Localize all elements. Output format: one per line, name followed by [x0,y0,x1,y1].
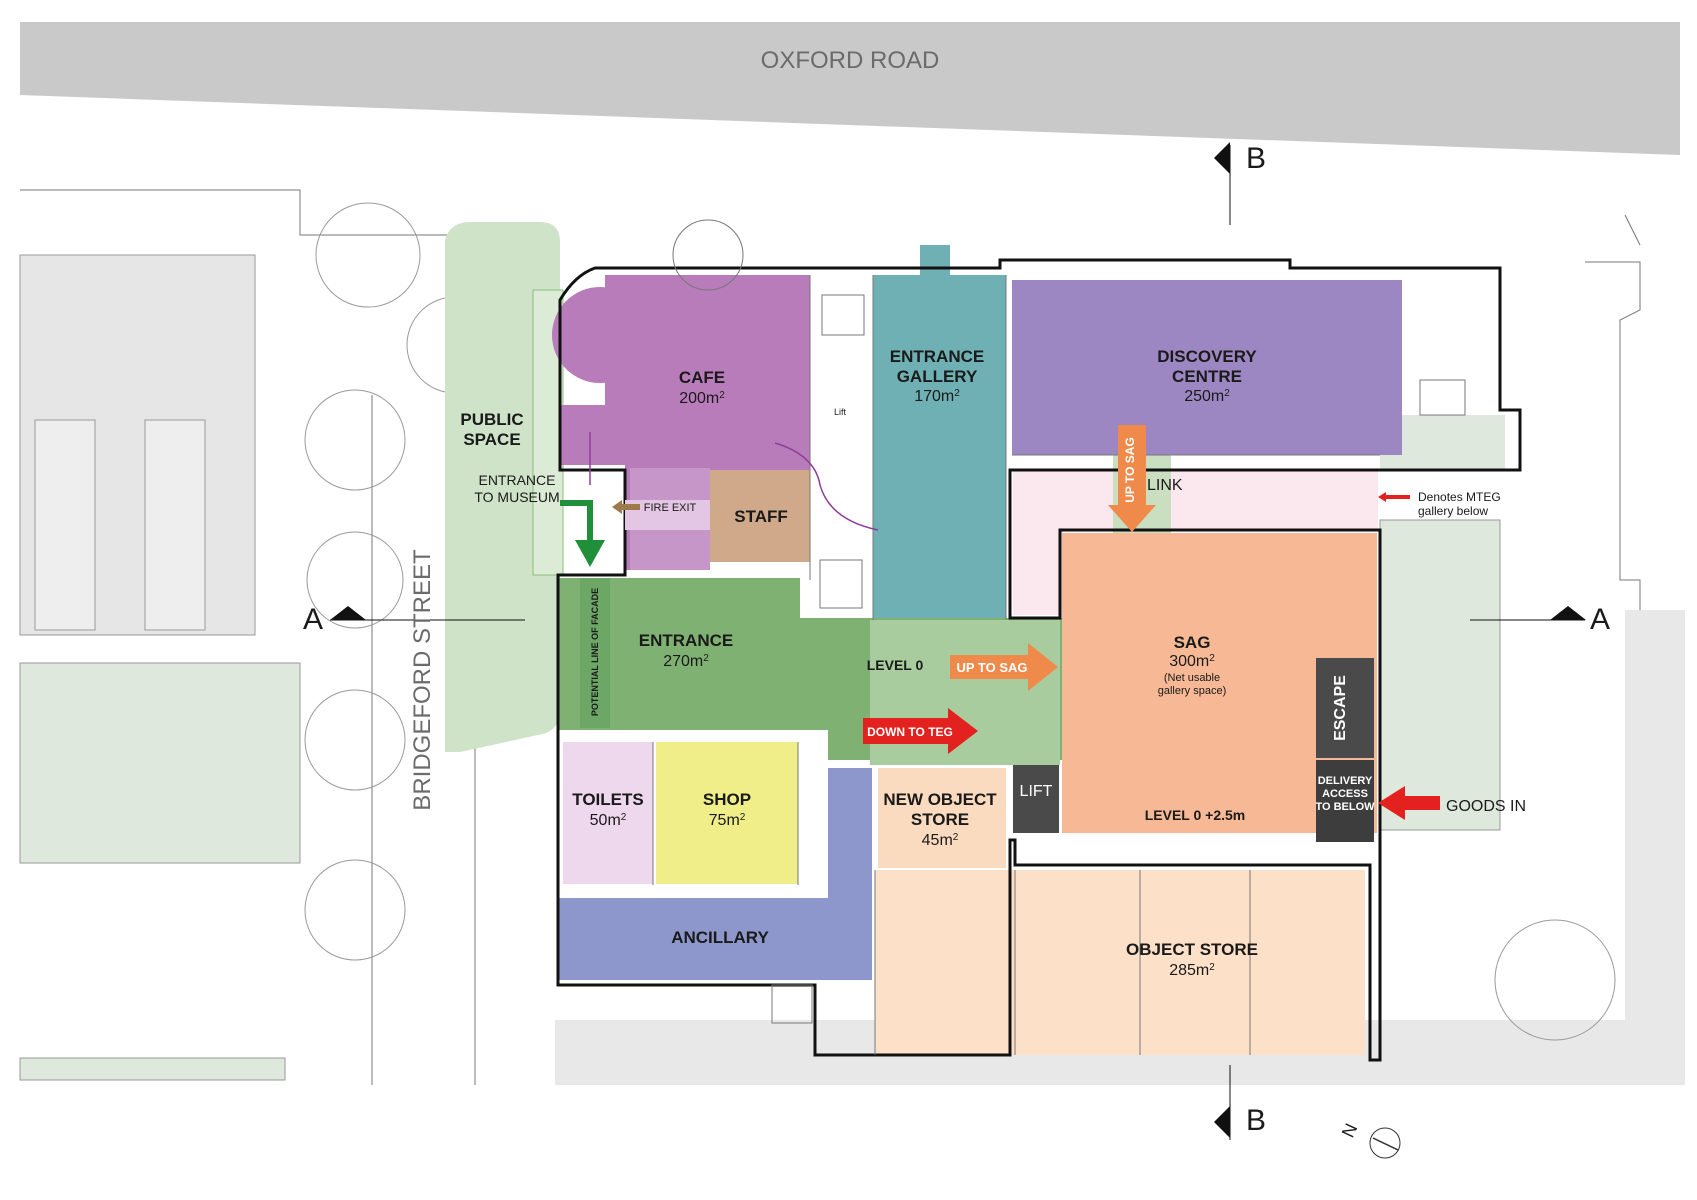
shop-room [656,742,798,884]
shop-label: SHOP [703,790,751,809]
toilets-room [563,742,653,884]
lift-small-label: Lift [834,407,847,417]
entrance-gallery-area: 170m2 [914,388,960,406]
discovery-centre-room [1012,280,1402,455]
staff-label: STAFF [734,507,788,526]
rotunda-outline [672,219,744,291]
section-b-top: B [1214,142,1266,225]
staff-room [710,470,810,562]
goods-in-arrow [1378,786,1440,820]
cafe-area: 200m2 [679,390,725,408]
building-outline [556,258,1522,1062]
sag-label: SAG [1174,633,1211,652]
entrance-to-museum-label-1: ENTRANCE [478,472,555,488]
escape-label: ESCAPE [1332,675,1349,741]
cafe-label: CAFE [679,368,725,387]
section-b-bottom-label: B [1246,1104,1266,1137]
entrance-gallery-room [873,275,1006,620]
new-object-store-area: 45m2 [922,832,959,850]
entrance-to-museum-label-2: TO MUSEUM [474,489,559,505]
link-room [1170,470,1378,530]
neighbour-outline [20,189,481,236]
green-courtyard [1379,519,1501,831]
interior-walls [652,275,1380,1055]
fire-exit-arrow [612,500,640,514]
new-object-store-room [878,768,1006,868]
object-store-area: 285m2 [1169,962,1215,980]
goods-in-label: GOODS IN [1446,798,1526,815]
section-a-left-label: A [303,603,323,636]
oxford-road-label: OXFORD ROAD [761,47,940,74]
north-arrow-letter: N [1338,1120,1362,1140]
new-object-store-label-1: NEW OBJECT [883,790,997,809]
neighbour-right [1585,214,1641,610]
entrance-area: 270m2 [663,653,709,671]
up-to-sag-arrow-vertical [1108,425,1156,532]
object-store-room [875,870,1365,1055]
neighbour-building [34,419,96,631]
up-to-sag-vertical-label: UP TO SAG [1123,437,1137,503]
new-object-store-label-2: STORE [911,810,969,829]
green-yard [19,1057,286,1081]
public-space-label-2: SPACE [463,430,520,449]
delivery-core [1316,760,1374,842]
delivery-label-3: TO BELOW [1315,801,1375,813]
entrance-gallery-porch [920,245,950,277]
section-a-right: A [1470,603,1610,636]
discovery-centre-area: 250m2 [1184,388,1230,406]
stair-cores [771,294,1466,1024]
green-yard [19,662,301,864]
mteg-note-1: Denotes MTEG [1418,490,1501,504]
down-to-teg-arrow [863,708,978,754]
entrance-label: ENTRANCE [639,631,733,650]
potential-facade-strip [580,578,610,728]
delivery-label-2: ACCESS [1322,788,1368,800]
link-room [1013,470,1063,615]
ancillary-label: ANCILLARY [671,928,769,947]
sag-note-1: (Net usable [1164,672,1220,684]
toilets-label: TOILETS [572,790,643,809]
discovery-centre-label-1: DISCOVERY [1157,347,1257,366]
section-a-right-label: A [1590,603,1610,636]
link-label: LINK [1147,477,1183,494]
section-b-bottom: B [1214,1065,1266,1140]
section-b-top-label: B [1246,142,1266,175]
neighbour-building [144,419,206,631]
lift-label: LIFT [1020,783,1053,800]
object-store-label: OBJECT STORE [1126,940,1258,959]
toilets-area: 50m2 [590,812,627,830]
entrance-arrow [560,500,605,567]
oxford-road [20,22,1680,155]
lift-core [1013,765,1059,833]
mteg-arrow [1378,492,1410,502]
entrance-gallery-label-2: GALLERY [897,367,978,386]
ancillary-room [558,768,872,980]
bridgeford-street-label: BRIDGEFORD STREET [409,549,436,811]
sag-level-label: LEVEL 0 +2.5m [1145,807,1246,823]
delivery-label-1: DELIVERY [1318,775,1373,787]
north-arrow: N [1338,1120,1401,1159]
section-a-left: A [303,603,525,636]
potential-facade-label: POTENTIAL LINE OF FACADE [590,588,600,716]
cafe-bay [552,287,648,383]
level0-label: LEVEL 0 [867,657,924,673]
right-yard [1625,610,1685,1085]
down-to-teg-label: DOWN TO TEG [867,725,953,739]
up-to-sag-arrow-horizontal [950,643,1058,691]
mteg-note-2: gallery below [1418,504,1488,518]
link-room [1063,470,1113,530]
public-space-label-1: PUBLIC [460,410,523,429]
circulation-arrow [774,442,879,531]
street-trees [304,202,1616,1041]
fire-exit-label: FIRE EXIT [644,502,697,514]
discovery-centre-label-2: CENTRE [1172,367,1242,386]
entrance-gallery-label-1: ENTRANCE [890,347,984,366]
escape-core [1316,658,1374,758]
sag-area: 300m2 [1169,653,1215,671]
up-to-sag-horizontal-label: UP TO SAG [956,660,1027,675]
shop-area: 75m2 [709,812,746,830]
sag-note-2: gallery space) [1158,685,1226,697]
